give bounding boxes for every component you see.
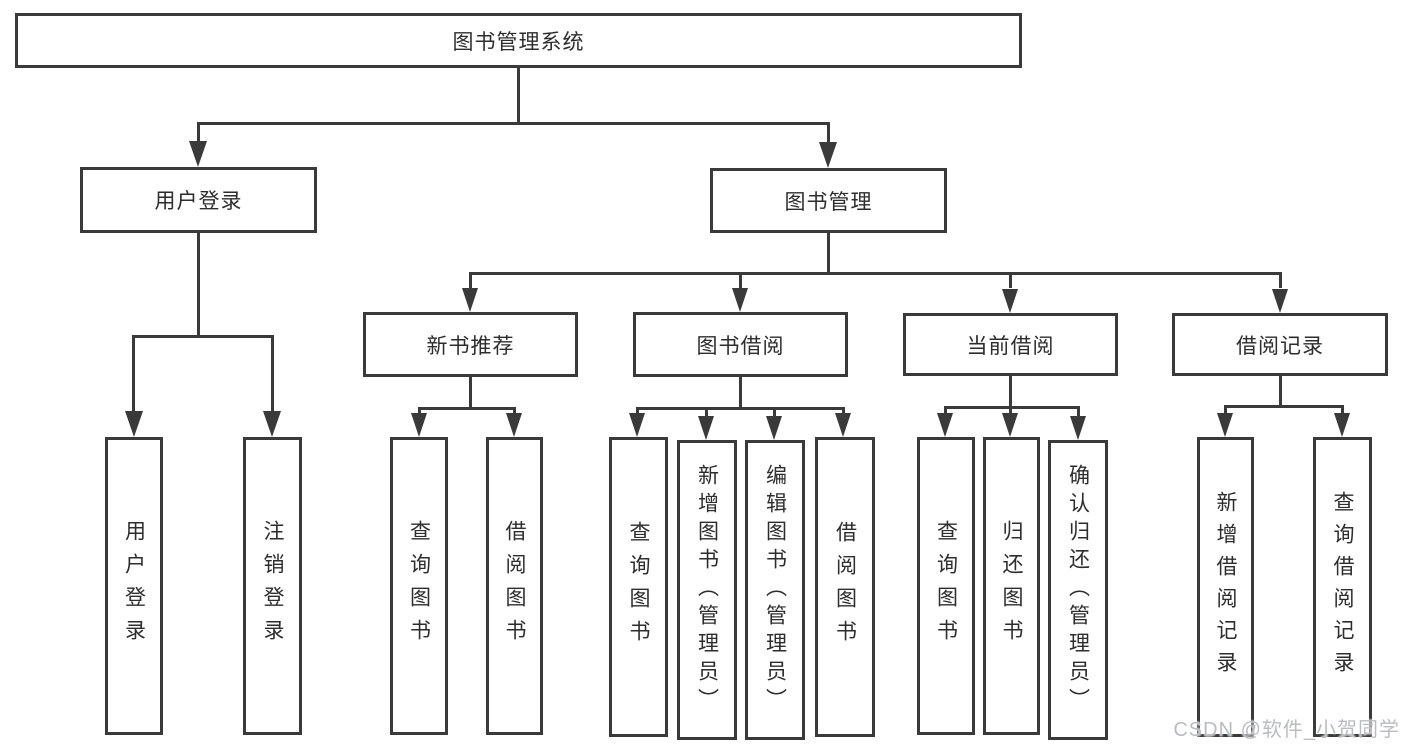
node-add-borrow-record: 新增借阅记录: [1197, 437, 1254, 737]
arrow-down-icon: [506, 413, 522, 437]
connector-line: [469, 272, 472, 288]
node-label: 查询借阅记录: [1331, 491, 1354, 683]
node-query-borrow-record: 查询借阅记录: [1313, 437, 1372, 737]
connector-line: [1224, 405, 1343, 408]
node-label: 用户登录: [154, 190, 243, 213]
connector-line: [945, 406, 1079, 409]
connector-line: [418, 407, 515, 410]
node-confirm-return-admin: 确认归还（管理员）: [1048, 440, 1108, 740]
connector-line: [517, 68, 520, 125]
node-label: 新增图书（管理员）: [695, 464, 719, 716]
node-label: 编辑图书（管理员）: [763, 464, 787, 716]
connector-line: [1279, 272, 1282, 288]
arrow-down-icon: [766, 416, 782, 440]
connector-line: [637, 407, 844, 410]
node-label: 确认归还（管理员）: [1066, 464, 1090, 716]
connector-line: [944, 406, 947, 416]
node-query-books: 查询图书: [609, 437, 668, 737]
node-label: 查询图书: [627, 521, 650, 653]
node-user-login: 用户登录: [80, 167, 317, 233]
connector-line: [418, 407, 421, 417]
connector-line: [1009, 376, 1012, 408]
node-label: 用户登录: [122, 520, 146, 652]
arrow-down-icon: [1334, 413, 1350, 437]
node-library-management-system: 图书管理系统: [15, 13, 1022, 68]
connector-line: [773, 407, 776, 419]
connector-line: [739, 377, 742, 409]
connector-line: [1009, 406, 1012, 416]
arrow-down-icon: [819, 142, 837, 168]
connector-line: [271, 335, 274, 415]
node-label: 当前借阅: [966, 334, 1055, 358]
node-label: 借阅图书: [503, 520, 526, 652]
arrow-down-icon: [1002, 289, 1018, 313]
node-edit-book-admin: 编辑图书（管理员）: [745, 440, 805, 740]
node-label: 查询图书: [934, 520, 958, 652]
arrow-down-icon: [732, 288, 748, 312]
connector-line: [1077, 406, 1080, 418]
arrow-down-icon: [698, 416, 714, 440]
connector-line: [636, 407, 639, 417]
node-current-borrowing: 当前借阅: [903, 313, 1118, 376]
connector-line: [1009, 272, 1012, 288]
connector-line: [827, 122, 830, 146]
connector-line: [132, 335, 135, 415]
arrow-down-icon: [937, 413, 953, 437]
node-book-borrowing: 图书借阅: [633, 312, 848, 377]
connector-line: [469, 377, 472, 409]
arrow-down-icon: [1217, 413, 1233, 437]
connector-line: [1224, 405, 1227, 415]
connector-line: [469, 272, 1281, 275]
node-label: 借阅图书: [833, 521, 857, 653]
arrow-down-icon: [263, 411, 281, 437]
node-return-books: 归还图书: [983, 437, 1040, 735]
node-label: 归还图书: [1000, 520, 1023, 652]
node-logout: 注销登录: [243, 437, 302, 735]
arrow-down-icon: [1002, 413, 1018, 437]
node-label: 借阅记录: [1236, 334, 1324, 358]
node-label: 新书推荐: [426, 334, 515, 358]
arrow-down-icon: [411, 413, 427, 437]
node-borrow-books: 借阅图书: [815, 437, 875, 737]
node-query-books: 查询图书: [390, 437, 448, 735]
node-new-book-recommend: 新书推荐: [363, 312, 578, 377]
node-add-book-admin: 新增图书（管理员）: [677, 440, 737, 740]
node-label: 图书管理系统: [452, 30, 585, 54]
node-label: 图书借阅: [696, 334, 785, 358]
arrow-down-icon: [629, 413, 645, 437]
arrow-down-icon: [1070, 416, 1086, 440]
node-label: 查询图书: [407, 520, 431, 652]
connector-line: [197, 233, 200, 335]
connector-line: [827, 233, 830, 275]
node-label: 图书管理: [784, 190, 873, 214]
csdn-watermark: CSDN @软件_小贺同学: [1173, 719, 1400, 741]
connector-line: [1279, 376, 1282, 407]
connector-line: [133, 335, 274, 338]
connector-line: [705, 407, 708, 419]
node-book-management: 图书管理: [710, 168, 947, 233]
node-borrow-books: 借阅图书: [486, 437, 543, 735]
node-borrowing-records: 借阅记录: [1172, 313, 1388, 376]
arrow-down-icon: [189, 141, 207, 167]
arrow-down-icon: [1272, 289, 1288, 313]
connector-line: [842, 407, 845, 417]
node-user-login-leaf: 用户登录: [105, 437, 163, 735]
arrow-down-icon: [125, 411, 143, 437]
connector-line: [197, 122, 200, 146]
connector-line: [513, 407, 516, 417]
connector-line: [739, 272, 742, 288]
arrow-down-icon: [835, 413, 851, 437]
connector-line: [1341, 405, 1344, 415]
node-label: 新增借阅记录: [1214, 491, 1237, 683]
arrow-down-icon: [462, 288, 478, 312]
connector-line: [197, 122, 830, 125]
node-query-books: 查询图书: [917, 437, 975, 735]
node-label: 注销登录: [261, 520, 284, 652]
